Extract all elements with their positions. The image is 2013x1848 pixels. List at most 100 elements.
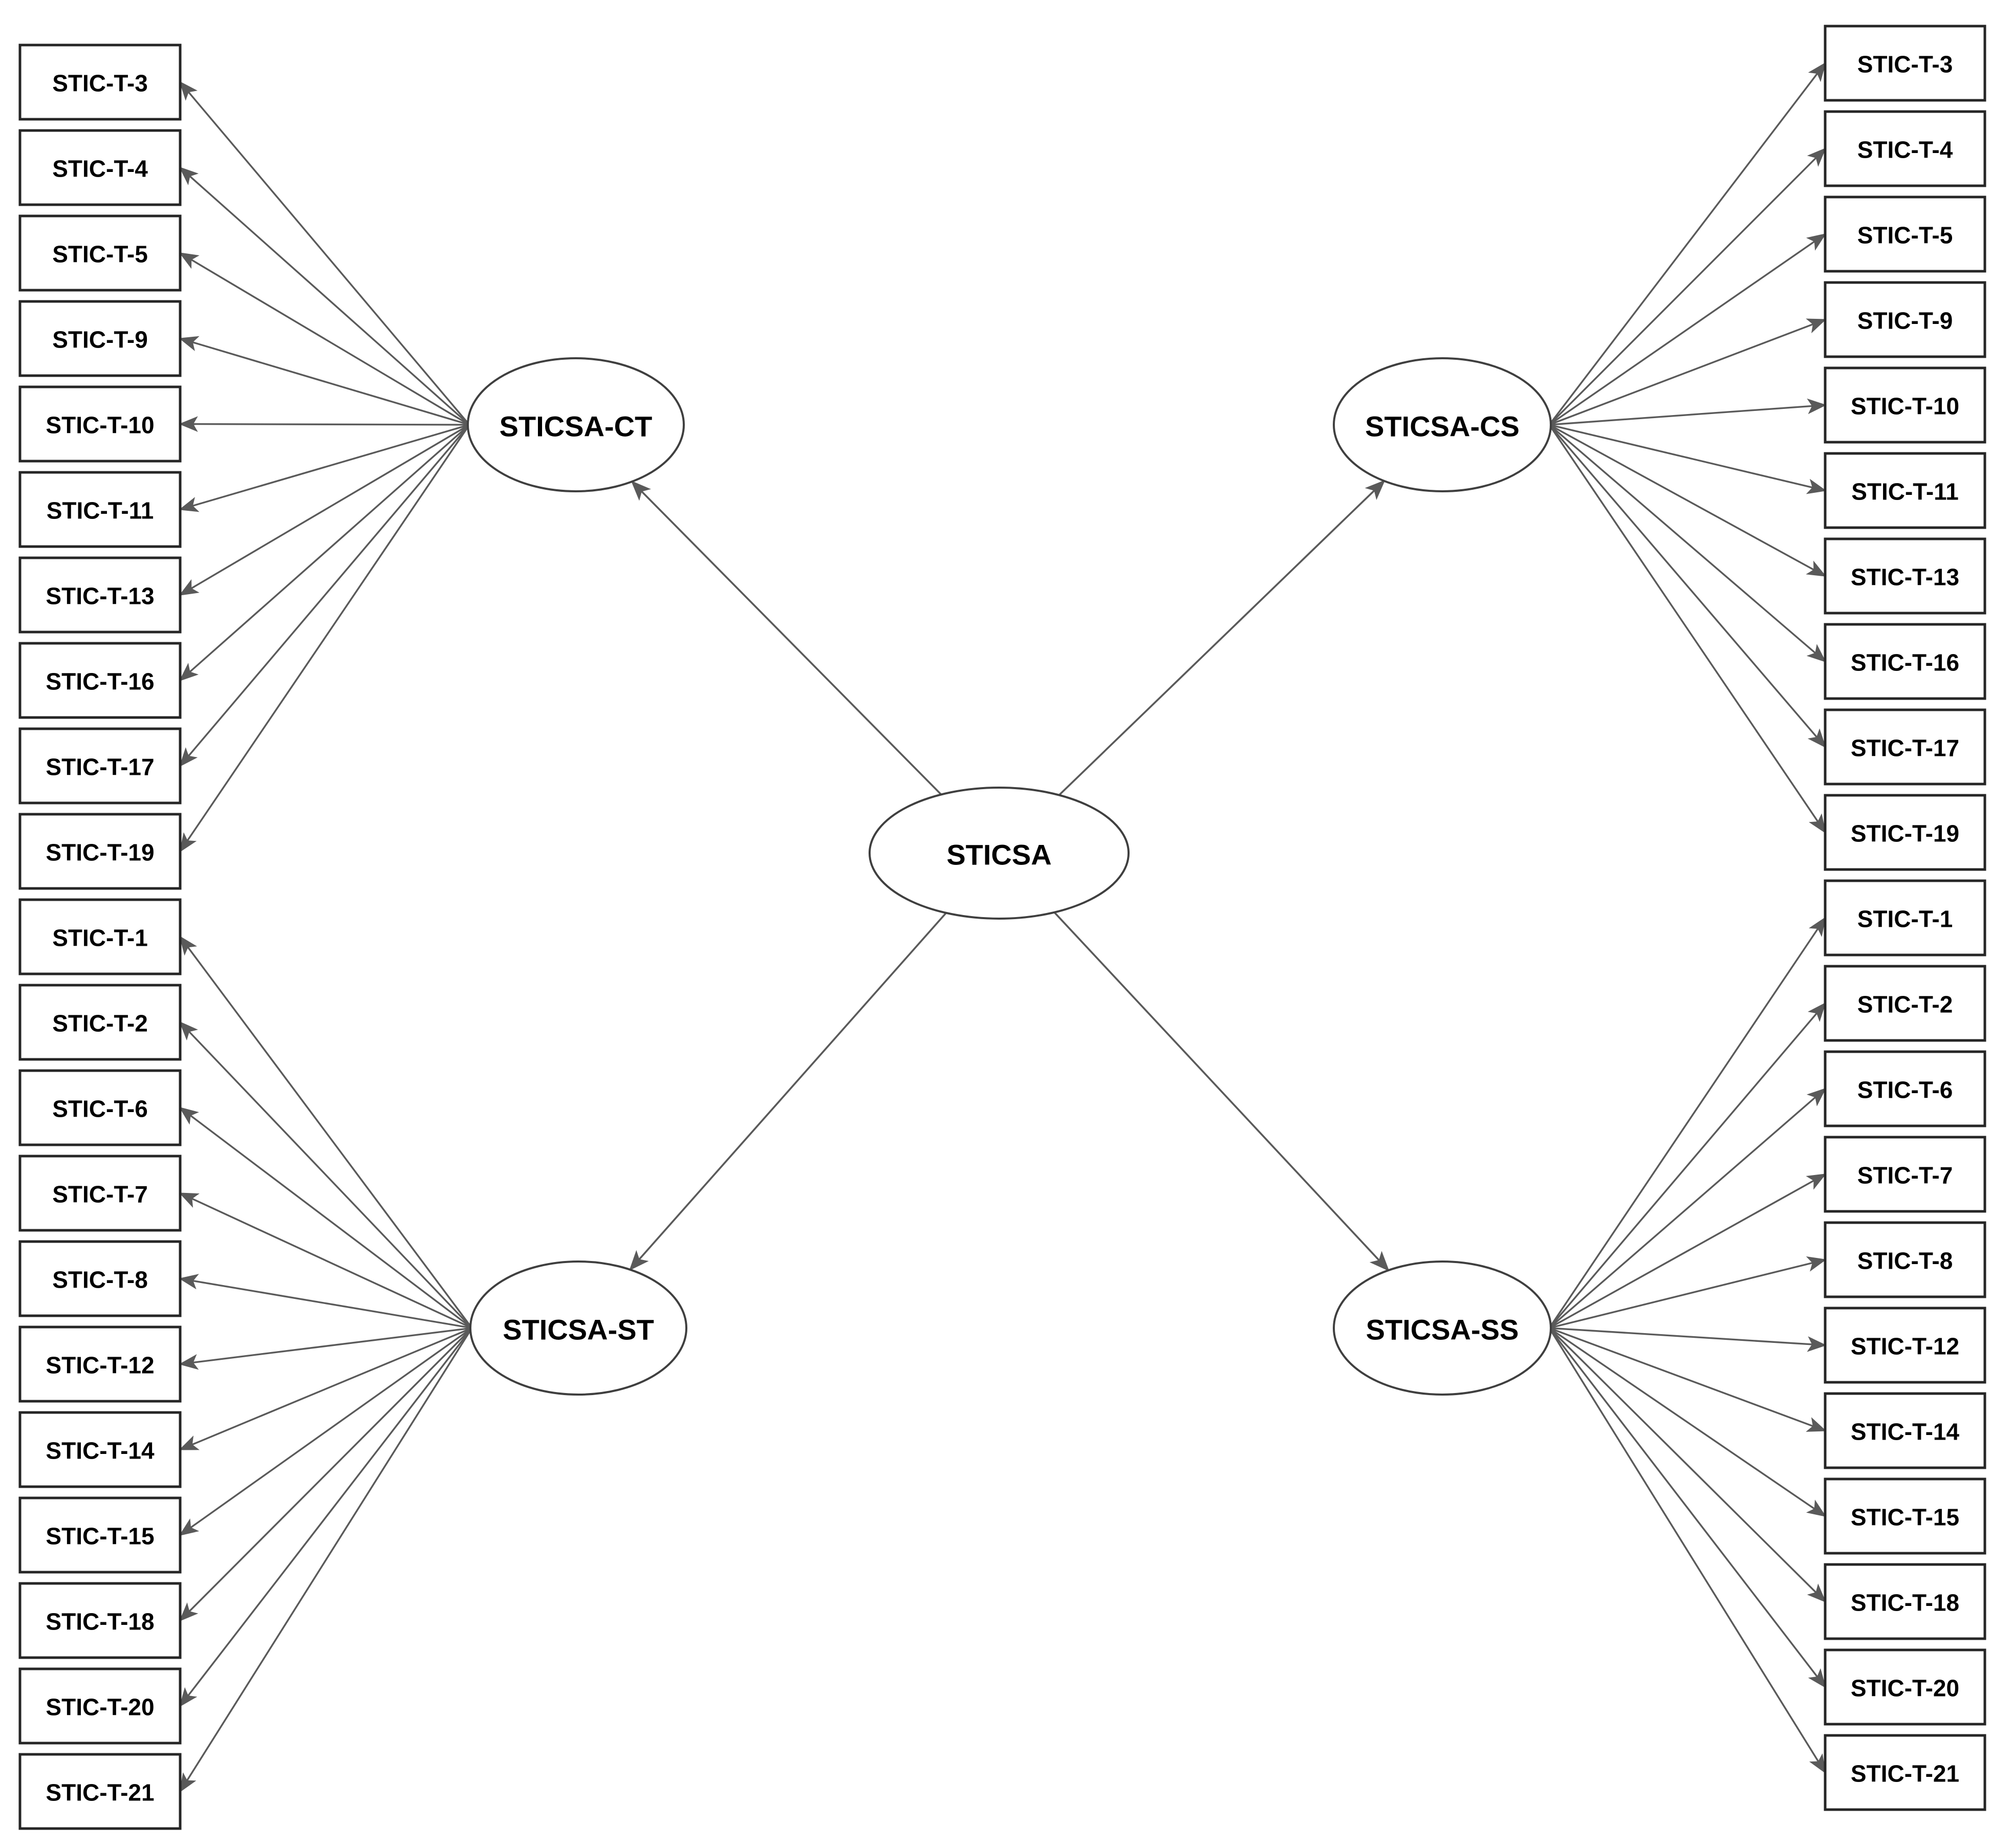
observed-variable-box[interactable]: STIC-T-12 xyxy=(18,1325,182,1403)
observed-variable-box[interactable]: STIC-T-6 xyxy=(18,1069,182,1146)
indicator-rect[interactable] xyxy=(1824,623,1986,700)
observed-variable-box[interactable]: STIC-T-17 xyxy=(1824,708,1986,786)
indicator-rect[interactable] xyxy=(1824,879,1986,956)
indicator-rect[interactable] xyxy=(1824,708,1986,786)
observed-variable-box[interactable]: STIC-T-4 xyxy=(18,129,182,206)
observed-variable-box[interactable]: STIC-T-1 xyxy=(1824,879,1986,956)
observed-variable-box[interactable]: STIC-T-16 xyxy=(18,642,182,719)
observed-variable-box[interactable]: STIC-T-11 xyxy=(1824,452,1986,529)
observed-variable-box[interactable]: STIC-T-19 xyxy=(1824,794,1986,871)
indicator-rect[interactable] xyxy=(18,1411,182,1488)
observed-variable-box[interactable]: STIC-T-9 xyxy=(18,300,182,377)
latent-ellipse[interactable] xyxy=(869,787,1130,920)
observed-variable-box[interactable]: STIC-T-2 xyxy=(18,984,182,1061)
latent-ellipse[interactable] xyxy=(1333,1260,1552,1396)
observed-variable-box[interactable]: STIC-T-5 xyxy=(1824,195,1986,273)
indicator-rect[interactable] xyxy=(1824,281,1986,358)
observed-variable-box[interactable]: STIC-T-13 xyxy=(18,556,182,634)
indicator-rect[interactable] xyxy=(18,1240,182,1317)
observed-variable-box[interactable]: STIC-T-2 xyxy=(1824,965,1986,1042)
observed-variable-box[interactable]: STIC-T-21 xyxy=(1824,1734,1986,1811)
observed-variable-box[interactable]: STIC-T-20 xyxy=(18,1667,182,1745)
observed-variable-box[interactable]: STIC-T-11 xyxy=(18,471,182,548)
observed-variable-box[interactable]: STIC-T-20 xyxy=(1824,1648,1986,1726)
indicator-rect[interactable] xyxy=(1824,1307,1986,1384)
indicator-rect[interactable] xyxy=(18,385,182,463)
observed-variable-box[interactable]: STIC-T-3 xyxy=(1824,25,1986,102)
latent-ellipse[interactable] xyxy=(469,1260,687,1396)
indicator-rect[interactable] xyxy=(18,727,182,805)
indicator-label: STIC-T-2 xyxy=(1857,991,1953,1018)
indicator-rect[interactable] xyxy=(1824,1221,1986,1298)
indicator-rect[interactable] xyxy=(18,1582,182,1659)
indicator-rect[interactable] xyxy=(18,813,182,890)
observed-variable-box[interactable]: STIC-T-5 xyxy=(18,214,182,292)
indicator-rect[interactable] xyxy=(18,1667,182,1745)
latent-ellipse[interactable] xyxy=(1333,357,1552,492)
indicator-rect[interactable] xyxy=(18,1496,182,1574)
observed-variable-box[interactable]: STIC-T-10 xyxy=(18,385,182,463)
indicator-rect[interactable] xyxy=(1824,195,1986,273)
indicator-rect[interactable] xyxy=(18,471,182,548)
indicator-rect[interactable] xyxy=(18,1155,182,1232)
indicator-rect[interactable] xyxy=(1824,366,1986,444)
indicator-rect[interactable] xyxy=(18,984,182,1061)
factor-loading-arrow xyxy=(1548,424,1826,748)
indicator-rect[interactable] xyxy=(1824,537,1986,615)
indicator-rect[interactable] xyxy=(18,300,182,377)
observed-variable-box[interactable]: STIC-T-12 xyxy=(1824,1307,1986,1384)
indicator-rect[interactable] xyxy=(18,129,182,206)
observed-variable-box[interactable]: STIC-T-7 xyxy=(1824,1136,1986,1213)
indicator-rect[interactable] xyxy=(1824,1734,1986,1811)
indicator-label: STIC-T-1 xyxy=(1857,906,1953,932)
observed-variable-box[interactable]: STIC-T-3 xyxy=(18,44,182,121)
observed-variable-box[interactable]: STIC-T-21 xyxy=(18,1753,182,1830)
indicator-rect[interactable] xyxy=(1824,1477,1986,1555)
observed-variable-box[interactable]: STIC-T-14 xyxy=(18,1411,182,1488)
observed-variable-box[interactable]: STIC-T-8 xyxy=(1824,1221,1986,1298)
indicator-rect[interactable] xyxy=(18,642,182,719)
observed-variable-box[interactable]: STIC-T-7 xyxy=(18,1155,182,1232)
observed-variable-box[interactable]: STIC-T-17 xyxy=(18,727,182,805)
observed-variable-box[interactable]: STIC-T-8 xyxy=(18,1240,182,1317)
observed-variable-box[interactable]: STIC-T-15 xyxy=(1824,1477,1986,1555)
indicator-rect[interactable] xyxy=(1824,1392,1986,1469)
observed-variable-box[interactable]: STIC-T-13 xyxy=(1824,537,1986,615)
indicator-rect[interactable] xyxy=(1824,1563,1986,1640)
indicator-rect[interactable] xyxy=(18,898,182,975)
latent-factor-sticsa-st[interactable]: STICSA-ST xyxy=(469,1260,687,1396)
indicator-rect[interactable] xyxy=(1824,1136,1986,1213)
indicator-rect[interactable] xyxy=(1824,794,1986,871)
observed-variable-box[interactable]: STIC-T-4 xyxy=(1824,110,1986,187)
observed-variable-box[interactable]: STIC-T-19 xyxy=(18,813,182,890)
observed-variable-box[interactable]: STIC-T-14 xyxy=(1824,1392,1986,1469)
indicator-rect[interactable] xyxy=(1824,1648,1986,1726)
latent-ellipse[interactable] xyxy=(467,357,685,492)
indicator-rect[interactable] xyxy=(18,556,182,634)
latent-factor-sticsa-ss[interactable]: STICSA-SS xyxy=(1333,1260,1552,1396)
indicator-rect[interactable] xyxy=(1824,452,1986,529)
observed-variable-box[interactable]: STIC-T-10 xyxy=(1824,366,1986,444)
indicator-rect[interactable] xyxy=(18,1325,182,1403)
indicator-rect[interactable] xyxy=(18,44,182,121)
observed-variable-box[interactable]: STIC-T-15 xyxy=(18,1496,182,1574)
observed-variable-box[interactable]: STIC-T-16 xyxy=(1824,623,1986,700)
indicator-rect[interactable] xyxy=(18,1069,182,1146)
indicator-rect[interactable] xyxy=(1824,25,1986,102)
indicator-rect[interactable] xyxy=(18,1753,182,1830)
latent-factor-sticsa-cs[interactable]: STICSA-CS xyxy=(1333,357,1552,492)
observed-variable-box[interactable]: STIC-T-1 xyxy=(18,898,182,975)
indicator-rect[interactable] xyxy=(1824,110,1986,187)
structural-path-arrow xyxy=(1058,480,1386,796)
indicator-rect[interactable] xyxy=(1824,1050,1986,1127)
observed-variable-box[interactable]: STIC-T-6 xyxy=(1824,1050,1986,1127)
observed-variable-box[interactable]: STIC-T-18 xyxy=(18,1582,182,1659)
factor-loading-arrow xyxy=(179,1106,473,1329)
latent-factors-group: STICSA STICSA-CT STICSA-ST STICSA-CS STICSA-… xyxy=(467,357,1552,1396)
indicator-rect[interactable] xyxy=(18,214,182,292)
indicator-rect[interactable] xyxy=(1824,965,1986,1042)
latent-factor-sticsa-ct[interactable]: STICSA-CT xyxy=(467,357,685,492)
latent-factor-sticsa[interactable]: STICSA xyxy=(869,787,1130,920)
observed-variable-box[interactable]: STIC-T-18 xyxy=(1824,1563,1986,1640)
observed-variable-box[interactable]: STIC-T-9 xyxy=(1824,281,1986,358)
